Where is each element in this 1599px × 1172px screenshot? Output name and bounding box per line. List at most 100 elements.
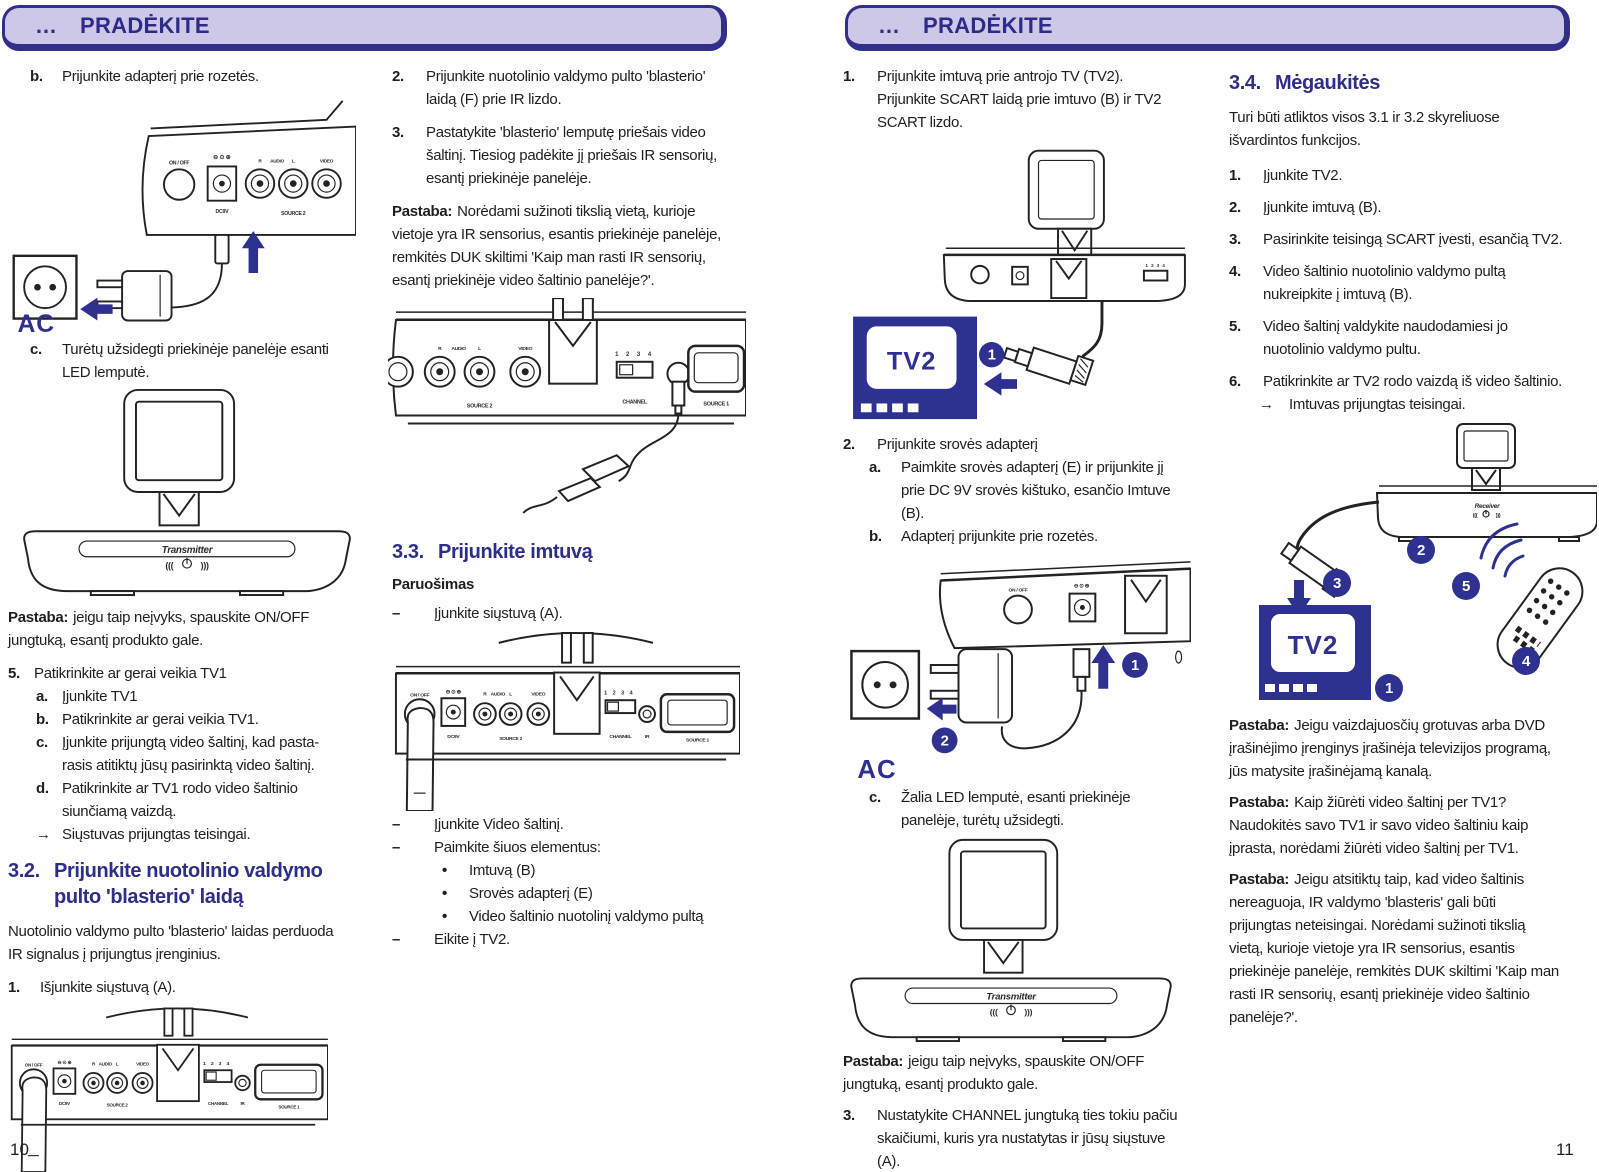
- rca-jacks: [423, 355, 542, 388]
- rca-jacks: [473, 702, 551, 726]
- foot: [915, 1036, 960, 1042]
- note-label: Pastaba:: [1229, 871, 1290, 888]
- note-paragraph: Pastaba:Norėdami sužinoti tikslią vietą,…: [392, 203, 721, 289]
- rca-jacks: [244, 168, 342, 199]
- banner-dots: …: [35, 13, 58, 38]
- figure-rear-panel-finger: ON / OFF ⊖ ⊙ ⊕ DC9V R AUDIO L VIDEO SOUR…: [10, 1007, 328, 1172]
- channel-switch: [1142, 269, 1169, 282]
- substep-item: a. Įjunkite TV1: [36, 688, 138, 705]
- svg-text:1 2 3 4: 1 2 3 4: [615, 352, 654, 358]
- scart-port: [659, 693, 736, 734]
- svg-text:DC9V: DC9V: [447, 734, 460, 740]
- svg-text:VIDEO: VIDEO: [531, 691, 545, 697]
- antenna-holder: [1124, 574, 1168, 635]
- substep-item: a. Paimkite srovės adapterį (E) ir priju…: [869, 459, 1171, 522]
- substep-item: d. Patikrinkite ar TV1 rodo video šaltin…: [36, 780, 298, 820]
- arrow-left-icon: [983, 372, 1018, 396]
- svg-text:L: L: [116, 1062, 119, 1067]
- scart-cable: [1081, 300, 1104, 358]
- body-paragraph: Nuotolinio valdymo pulto 'blasterio' lai…: [8, 923, 334, 963]
- svg-text:CHANNEL: CHANNEL: [208, 1101, 229, 1106]
- svg-text:TV2: TV2: [1288, 630, 1339, 660]
- svg-text:3: 3: [1333, 575, 1341, 592]
- badge-2: [1407, 536, 1435, 564]
- ir-jack: [638, 705, 656, 723]
- dc-jack: [1011, 265, 1029, 286]
- note-label: Pastaba:: [1229, 794, 1290, 811]
- page10-column1: b. Prijunkite adapterį prie rozetės. ON …: [8, 62, 380, 1172]
- arrow-left-icon: [80, 297, 113, 321]
- svg-text:SOURCE 2: SOURCE 2: [107, 1103, 129, 1108]
- figure-transmitter: Transmitter ((( ))): [850, 838, 1172, 1042]
- step-item: c. Turėtų užsidegti priekinėje panelėje …: [30, 341, 329, 381]
- svg-text:1: 1: [1385, 680, 1393, 697]
- step-item: 4. Video šaltinio nuotolinio valdymo pul…: [1229, 263, 1506, 303]
- note-label: Pastaba:: [8, 609, 69, 626]
- svg-text:R: R: [438, 346, 442, 352]
- svg-text:SOURCE 2: SOURCE 2: [281, 211, 306, 217]
- svg-text:(((: (((: [165, 561, 173, 571]
- note-label: Pastaba:: [392, 203, 453, 220]
- antenna-holder: [156, 1043, 200, 1103]
- svg-text:R: R: [483, 691, 487, 697]
- badge-4: [1512, 647, 1540, 675]
- result-arrow: →: [1259, 396, 1274, 413]
- svg-text:AUDIO: AUDIO: [491, 691, 506, 697]
- antenna-frame: [123, 388, 236, 493]
- tv2-icon: TV2: [1259, 605, 1371, 700]
- antenna-rail: [163, 1007, 174, 1037]
- step-item: 3. Pastatykite 'blasterio' lemputę prieš…: [392, 124, 717, 187]
- subheading: Paruošimas: [392, 576, 475, 593]
- plug-prong: [96, 279, 124, 289]
- antenna-rail: [183, 1007, 194, 1037]
- svg-text:(((: (((: [990, 1007, 998, 1017]
- dc-polarity-icon: ⊖ ⊙ ⊕: [446, 689, 461, 695]
- svg-text:CHANNEL: CHANNEL: [622, 400, 648, 406]
- page10-column2: 2. Prijunkite nuotolinio valdymo pulto '…: [388, 62, 757, 951]
- svg-text:L: L: [478, 346, 481, 352]
- step-item: 3. Pasirinkite teisingą SCART įvesti, es…: [1229, 231, 1563, 248]
- page11-column2: 3.4. Mėgaukitės Turi būti atliktos visos…: [1229, 62, 1597, 1029]
- note-paragraph: Pastaba:jeigu taip neįvyks, spauskite ON…: [843, 1053, 1145, 1093]
- antenna-frame: [1027, 149, 1105, 230]
- substep-item: c. Žalia LED lemputė, esanti priekinėje …: [869, 789, 1131, 829]
- step-item: 2. Prijunkite nuotolinio valdymo pulto '…: [392, 68, 706, 108]
- bullet-item: • Video šaltinio nuotolinį valdymo pultą: [442, 908, 704, 925]
- section-heading-3-4: 3.4. Mėgaukitės: [1229, 72, 1380, 94]
- foot: [239, 590, 285, 596]
- svg-text:))): ))): [1024, 1007, 1032, 1017]
- svg-text:VIDEO: VIDEO: [518, 346, 532, 352]
- svg-text:IR: IR: [241, 1101, 246, 1106]
- ir-blaster: [557, 476, 602, 503]
- svg-text:L: L: [509, 691, 512, 697]
- power-adapter: [957, 648, 1014, 724]
- svg-text:(((: (((: [1473, 513, 1478, 519]
- svg-text:VIDEO: VIDEO: [136, 1062, 149, 1067]
- page-number-right: 11: [1556, 1140, 1574, 1159]
- dc-polarity-icon: ⊖ ⊙ ⊕: [1074, 584, 1089, 590]
- bullet-item: • Imtuvą (B): [442, 862, 536, 879]
- svg-text:VIDEO: VIDEO: [320, 159, 334, 165]
- svg-text:AUDIO: AUDIO: [451, 346, 466, 352]
- scart-port: [687, 344, 746, 393]
- section-banner-left: … PRADĖKITE: [2, 5, 727, 51]
- svg-text:ON / OFF: ON / OFF: [25, 1063, 43, 1068]
- ir-plug: [671, 380, 686, 407]
- svg-text:SOURCE 1: SOURCE 1: [278, 1104, 300, 1109]
- section-banner-right: … PRADĖKITE: [845, 5, 1570, 51]
- step-item: 5. Video šaltinį valdykite naudodamiesi …: [1229, 318, 1508, 358]
- svg-text:SOURCE 2: SOURCE 2: [467, 404, 493, 410]
- svg-text:SOURCE 1: SOURCE 1: [703, 402, 729, 408]
- figure-rear-panel-blaster: R AUDIO L VIDEO SOURCE 2 1 2 3 4 CHANNEL…: [388, 298, 746, 514]
- step-item: 1. Įjunkite TV2.: [1229, 167, 1343, 184]
- dash-item: – Įjunkite siųstuvą (A).: [392, 605, 563, 622]
- note-label: Pastaba:: [1229, 717, 1290, 734]
- svg-text:))): ))): [1496, 513, 1501, 519]
- banner-title: PRADĖKITE: [80, 13, 210, 38]
- svg-text:1: 1: [988, 348, 996, 364]
- foot: [1558, 536, 1580, 542]
- substep-item: b. Patikrinkite ar gerai veikia TV1.: [36, 711, 259, 728]
- banner-title: PRADĖKITE: [923, 13, 1053, 38]
- antenna-rail: [552, 298, 565, 324]
- svg-text:1 2 3 4: 1 2 3 4: [1146, 263, 1166, 268]
